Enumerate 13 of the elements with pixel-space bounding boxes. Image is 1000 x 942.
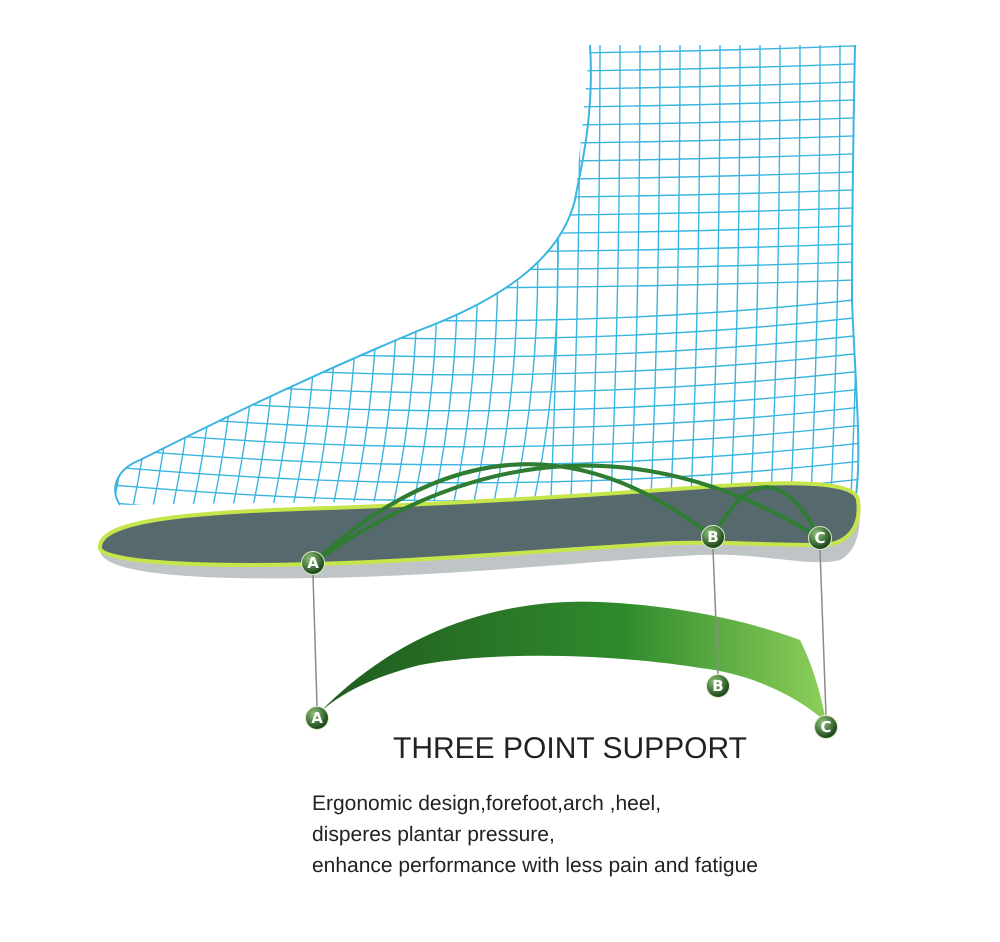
connector-line	[712, 548, 719, 674]
connector-line	[312, 574, 318, 706]
description-text: disperes plantar pressure,	[312, 823, 555, 847]
support-arc	[717, 485, 816, 529]
point-marker: A	[305, 706, 329, 730]
title: THREE POINT SUPPORT	[392, 732, 748, 766]
support-arc	[320, 462, 705, 557]
support-arc	[322, 464, 811, 558]
point-marker: C	[814, 715, 838, 739]
connector-line	[819, 550, 827, 716]
description-text: Ergonomic design,forefoot,arch ,heel,	[312, 792, 662, 816]
point-marker: B	[706, 674, 730, 698]
description-text: enhance performance with less pain and fatigue	[312, 854, 758, 878]
